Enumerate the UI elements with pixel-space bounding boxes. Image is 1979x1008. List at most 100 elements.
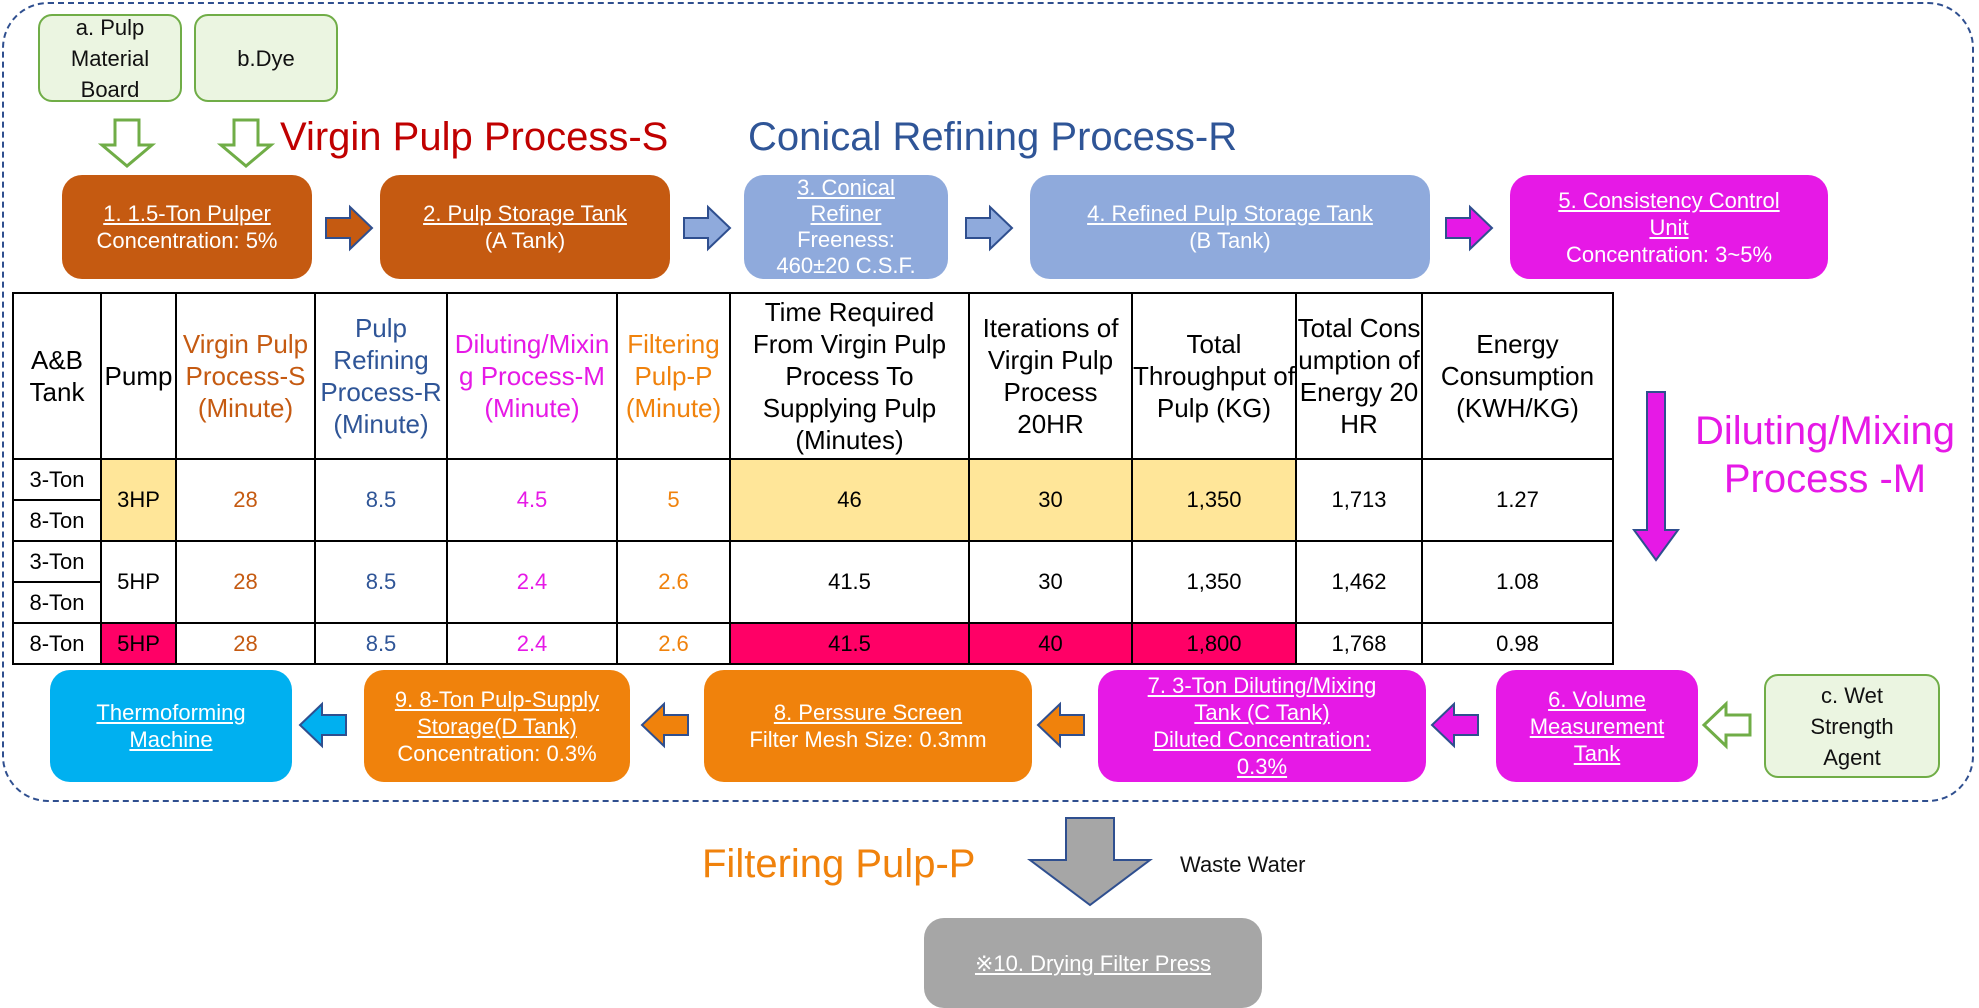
row3-diluting: 2.4 (446, 622, 618, 665)
row2-iterations: 30 (968, 540, 1133, 624)
step-8-pressure-screen: 8. Perssure Screen Filter Mesh Size: 0.3… (704, 670, 1032, 782)
row3-tank: 8-Ton (12, 622, 102, 665)
arrow-left-icon (1701, 700, 1752, 750)
step-9-supply-storage-d: 9. 8-Ton Pulp-Supply Storage(D Tank) Con… (364, 670, 630, 782)
step-7-l4: 0.3% (1236, 754, 1288, 779)
row3-energy-total: 1,768 (1295, 622, 1423, 665)
step-3-conical-refiner: 3. Conical Refiner Freeness: 460±20 C.S.… (744, 175, 948, 279)
row2-tank-b: 8-Ton (12, 581, 102, 624)
header-filtering: Filtering Pulp-P (Minute) (616, 292, 731, 460)
row3-virgin: 28 (175, 622, 316, 665)
row1-virgin: 28 (175, 458, 316, 542)
step-10-drying-press: ※10. Drying Filter Press (924, 918, 1262, 1008)
arrow-left-icon (1036, 701, 1085, 749)
row1-energy-rate: 1.27 (1421, 458, 1614, 542)
arrow-down-icon (97, 118, 157, 168)
row2-diluting: 2.4 (446, 540, 618, 624)
header-refining: Pulp Refining Process-R (Minute) (314, 292, 448, 460)
row3-filtering: 2.6 (616, 622, 731, 665)
step-3-l3: Freeness: (797, 227, 895, 252)
header-tank: A&B Tank (12, 292, 102, 460)
step-4-storage-b: 4. Refined Pulp Storage Tank (B Tank) (1030, 175, 1430, 279)
step-4-title: 4. Refined Pulp Storage Tank (1087, 201, 1373, 226)
row3-throughput: 1,800 (1131, 622, 1297, 665)
step-7-diluting-tank: 7. 3-Ton Diluting/Mixing Tank (C Tank) D… (1098, 670, 1426, 782)
step-thermo-l1: Thermoforming (96, 700, 246, 725)
step-5-l1: 5. Consistency Control (1558, 187, 1780, 213)
step-7-l2: Tank (C Tank) (1194, 700, 1330, 725)
process-boundary (2, 2, 1974, 802)
row2-energy-rate: 1.08 (1421, 540, 1614, 624)
step-5-l3: Concentration: 3~5% (1565, 241, 1773, 267)
step-1-sub: Concentration: 5% (96, 228, 278, 253)
arrow-right-icon (1445, 204, 1494, 252)
row2-tank-a: 3-Ton (12, 540, 102, 583)
step-8-l1: 8. Perssure Screen (773, 700, 963, 725)
row2-throughput: 1,350 (1131, 540, 1297, 624)
step-8-l2: Filter Mesh Size: 0.3mm (749, 727, 987, 752)
row1-time: 46 (729, 458, 970, 542)
arrow-right-icon (683, 204, 732, 252)
header-pump: Pump (100, 292, 177, 460)
input-pulp-board-label: a. Pulp Material Board (70, 14, 150, 102)
input-wet-strength: c. Wet Strength Agent (1764, 674, 1940, 778)
step-4-sub: (B Tank) (1189, 228, 1271, 253)
step-9-l1: 9. 8-Ton Pulp-Supply (394, 686, 600, 712)
row2-time: 41.5 (729, 540, 970, 624)
step-6-l3: Tank (1573, 740, 1621, 766)
row2-virgin: 28 (175, 540, 316, 624)
header-energy-rate: Energy Consumption (KWH/KG) (1421, 292, 1614, 460)
row1-pump: 3HP (100, 458, 177, 542)
arrow-right-icon (325, 204, 374, 252)
row2-pump: 5HP (100, 540, 177, 624)
row2-energy-total: 1,462 (1295, 540, 1423, 624)
row1-energy-total: 1,713 (1295, 458, 1423, 542)
step-thermo-l2: Machine (129, 727, 213, 752)
step-1-title: 1. 1.5-Ton Pulper (103, 201, 271, 226)
step-5-l2: Unit (1649, 214, 1689, 240)
row2-filtering: 2.6 (616, 540, 731, 624)
arrow-left-icon (640, 701, 689, 749)
header-virgin: Virgin Pulp Process-S (Minute) (175, 292, 316, 460)
input-wet-strength-label: c. Wet Strength Agent (1810, 682, 1894, 770)
step-3-l1: 3. Conical (797, 175, 895, 200)
input-dye: b.Dye (194, 14, 338, 102)
step-2-storage-a: 2. Pulp Storage Tank (A Tank) (380, 175, 670, 279)
header-diluting: Diluting/Mixing Process-M (Minute) (446, 292, 618, 460)
row1-throughput: 1,350 (1131, 458, 1297, 542)
step-6-volume-tank: 6. Volume Measurement Tank (1496, 670, 1698, 782)
step-1-pulper: 1. 1.5-Ton Pulper Concentration: 5% (62, 175, 312, 279)
heading-diluting-line1: Diluting/Mixing (1694, 409, 1956, 453)
row3-time: 41.5 (729, 622, 970, 665)
waste-arrow-icon (1027, 817, 1153, 907)
step-9-l3: Concentration: 0.3% (397, 740, 597, 766)
arrow-down-icon (216, 118, 276, 168)
step-5-consistency: 5. Consistency Control Unit Concentratio… (1510, 175, 1828, 279)
row3-pump: 5HP (100, 622, 177, 665)
row1-tank-a: 3-Ton (12, 458, 102, 501)
row1-iterations: 30 (968, 458, 1133, 542)
step-6-l1: 6. Volume (1548, 686, 1646, 712)
arrow-down-icon (1632, 391, 1680, 562)
heading-filtering: Filtering Pulp-P (702, 842, 976, 886)
header-time: Time Required From Virgin Pulp Process T… (729, 292, 970, 460)
header-throughput: Total Throughput of Pulp (KG) (1131, 292, 1297, 460)
row1-refining: 8.5 (314, 458, 448, 542)
row1-filtering: 5 (616, 458, 731, 542)
row3-energy-rate: 0.98 (1421, 622, 1614, 665)
step-9-l2: Storage(D Tank) (417, 713, 577, 739)
step-7-l1: 7. 3-Ton Diluting/Mixing (1147, 673, 1377, 698)
process-table: A&B Tank Pump Virgin Pulp Process-S (Min… (12, 292, 1614, 665)
waste-water-label: Waste Water (1180, 852, 1306, 877)
heading-virgin: Virgin Pulp Process-S (280, 115, 669, 159)
step-thermoforming: Thermoforming Machine (50, 670, 292, 782)
heading-diluting-line2: Process -M (1723, 457, 1927, 501)
step-2-title: 2. Pulp Storage Tank (423, 201, 627, 226)
heading-diluting: Diluting/Mixing Process -M (1690, 407, 1960, 503)
header-energy-total: Total Consumption of Energy 20HR (1295, 292, 1423, 460)
step-3-l4: 460±20 C.S.F. (776, 253, 916, 278)
arrow-right-icon (965, 204, 1014, 252)
step-7-l3: Diluted Concentration: (1153, 727, 1371, 752)
arrow-left-icon (298, 701, 347, 749)
